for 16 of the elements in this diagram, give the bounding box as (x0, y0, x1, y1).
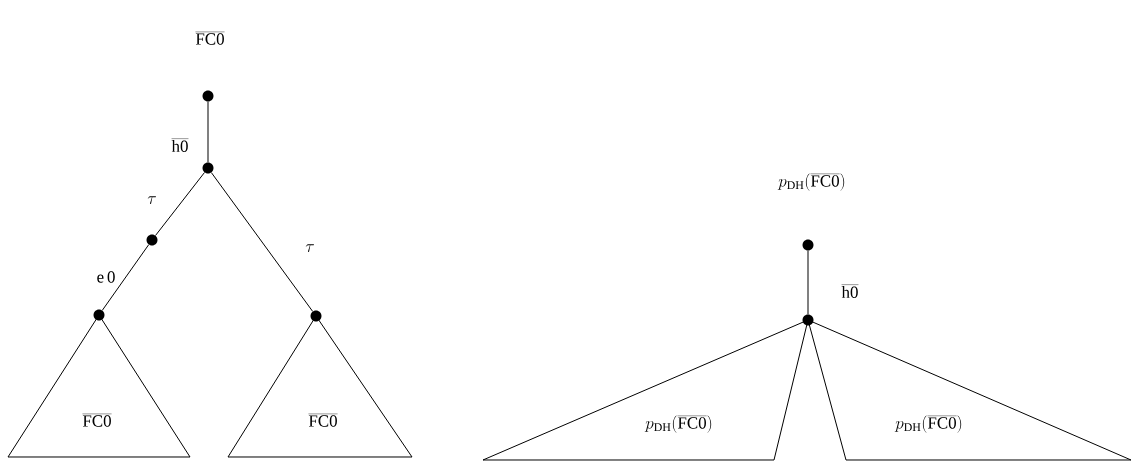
edge-label: $\tau$ (305, 244, 314, 252)
edge-label: $\overline{\mathrm{h0}}$ (841, 284, 859, 298)
tree-title: $\overline{\mathrm{FC0}}$ (195, 31, 225, 45)
branch-line (210, 172, 314, 312)
tree-title: $p_{\mathrm{DH}}(\overline{\mathrm{FC0}})$ (777, 173, 845, 191)
branch-line (155, 172, 205, 236)
triangle: $\overline{\mathrm{FC0}}$ (227, 315, 413, 458)
branch-line (207, 101, 209, 163)
edge-label: $\overline{\mathrm{h0}}$ (171, 138, 189, 152)
triangle: $\overline{\mathrm{FC0}}$ (7, 314, 191, 458)
triangle: $p_{\mathrm{DH}}(\overline{\mathrm{FC0}})$ (807, 319, 1132, 461)
triangle: $p_{\mathrm{DH}}(\overline{\mathrm{FC0}})$ (482, 319, 809, 461)
edge-label: $\mathrm{e\,0}$ (97, 271, 115, 283)
branch-line (101, 244, 150, 311)
edge-label: $\tau$ (147, 196, 156, 204)
branch-line (807, 250, 809, 315)
